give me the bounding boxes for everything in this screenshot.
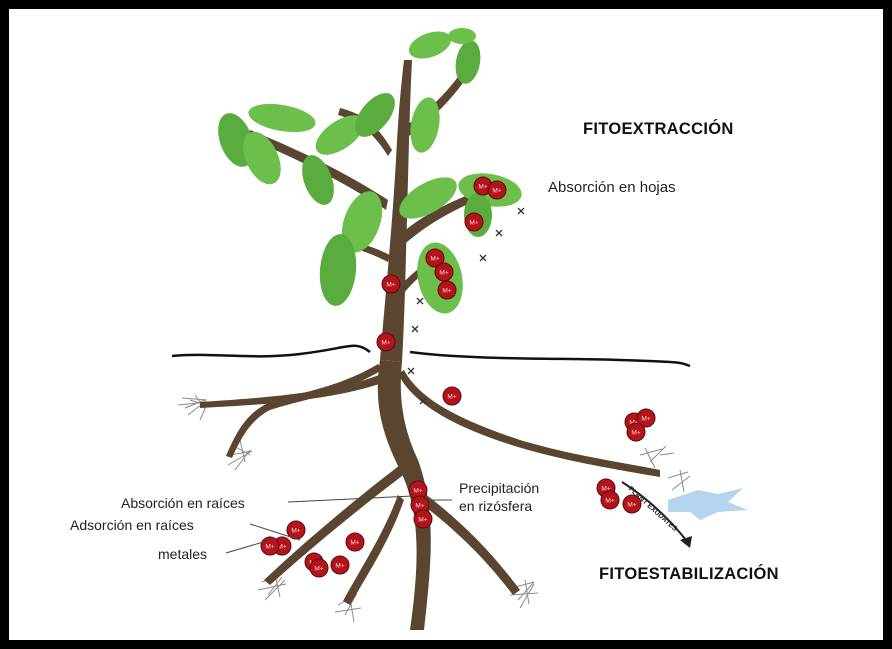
metal-ion-symbol: M+ xyxy=(605,498,614,505)
metal-ion-symbol: M+ xyxy=(314,566,323,573)
precipitacion-label-line2: en rizósfera xyxy=(459,499,532,514)
metal-ion-symbol: M+ xyxy=(492,188,501,195)
metal-ions: M+M+M+M+M+M+M+M+M+M+M+M+M+M+M+M+M+M+M+M+… xyxy=(261,177,655,577)
absorcion-hojas-label: Absorción en hojas xyxy=(548,180,676,196)
metal-ion-symbol: M+ xyxy=(478,184,487,191)
leaf xyxy=(405,26,455,64)
metales-label: metales xyxy=(158,547,207,562)
metal-ion-symbol: M+ xyxy=(418,517,427,524)
metal-ion-symbol: M+ xyxy=(413,488,422,495)
absorcion-raices-label: Absorción en raíces xyxy=(121,496,245,511)
metal-ion-symbol: M+ xyxy=(415,503,424,510)
metal-ion-symbol: M+ xyxy=(442,288,451,295)
exudates-arrowhead xyxy=(680,536,692,548)
water-splash xyxy=(668,488,748,520)
metal-ion-symbol: M+ xyxy=(335,563,344,570)
precipitacion-label-line1: Precipitación xyxy=(459,481,539,496)
leaves xyxy=(211,26,524,318)
metal-ion-symbol: M+ xyxy=(469,220,478,227)
metal-ion-symbol: M+ xyxy=(641,416,650,423)
metal-ion-symbol: M+ xyxy=(291,528,300,535)
ground-line-right xyxy=(410,352,690,366)
leaf xyxy=(246,99,317,136)
metal-ion-symbol: M+ xyxy=(447,394,456,401)
leaf xyxy=(448,28,476,44)
fitoestabilizacion-title: FITOESTABILIZACIÓN xyxy=(599,566,779,583)
metal-ion-symbol: M+ xyxy=(430,256,439,263)
metal-ion-symbol: M+ xyxy=(439,270,448,277)
metal-ion-symbol: M+ xyxy=(631,430,640,437)
uptake-markers xyxy=(408,208,524,404)
fitoextraccion-title: FITOEXTRACCIÓN xyxy=(583,121,734,138)
metal-ion-symbol: M+ xyxy=(386,282,395,289)
metal-ion-symbol: M+ xyxy=(381,340,390,347)
adsorcion-raices-label: Adsorción en raíces xyxy=(70,518,194,533)
metal-ion-symbol: M+ xyxy=(350,540,359,547)
metal-ion-symbol: M+ xyxy=(627,502,636,509)
metal-ion-symbol: M+ xyxy=(265,544,274,551)
ground-line xyxy=(172,346,370,357)
